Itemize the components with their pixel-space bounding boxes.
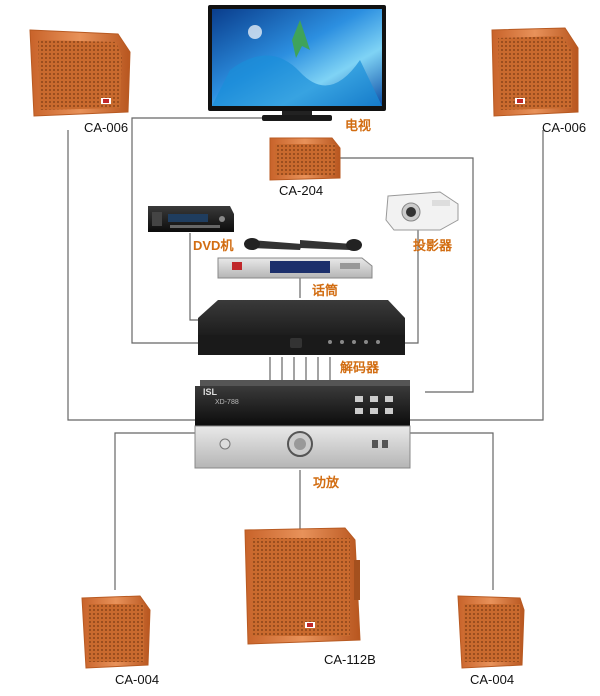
wire-tr-amp	[410, 130, 544, 421]
speaker-bottom-left	[81, 595, 151, 669]
dvd-player	[148, 206, 234, 232]
label-projector: 投影器	[413, 238, 453, 253]
wire-bl-amp	[114, 432, 195, 590]
speaker-top-right	[491, 27, 579, 117]
wire-tv-decoder	[131, 117, 262, 344]
wire-center-amp	[340, 157, 474, 393]
center-speaker	[269, 137, 341, 181]
label-amplifier: 功放	[313, 475, 340, 490]
label-subwoofer: CA-112B	[324, 652, 376, 667]
microphone-receiver	[217, 238, 373, 279]
label-speaker-top-right: CA-006	[542, 120, 587, 135]
label-speaker-bottom-right: CA-004	[470, 672, 515, 687]
projector	[385, 191, 459, 231]
amp-brand: ISL	[203, 387, 218, 397]
wire-projector-decoder	[405, 228, 419, 344]
label-dvd: DVD机	[193, 238, 234, 253]
label-center-speaker: CA-204	[279, 183, 324, 198]
speaker-bottom-right	[457, 595, 525, 669]
label-microphone: 话筒	[312, 283, 339, 298]
label-tv: 电视	[345, 118, 372, 133]
wire-tl-amp	[67, 130, 195, 421]
label-speaker-bottom-left: CA-004	[115, 672, 160, 687]
decoder	[198, 300, 405, 355]
amplifier	[194, 380, 411, 469]
label-speaker-top-left: CA-006	[84, 120, 129, 135]
amp-model: XD-788	[215, 399, 239, 406]
label-decoder: 解码器	[340, 360, 380, 375]
wire-dvd-decoder	[189, 233, 200, 321]
wire-br-amp	[410, 432, 494, 590]
subwoofer	[244, 527, 361, 645]
wiring	[67, 117, 544, 590]
tv	[208, 5, 386, 121]
speaker-top-left	[29, 29, 131, 117]
